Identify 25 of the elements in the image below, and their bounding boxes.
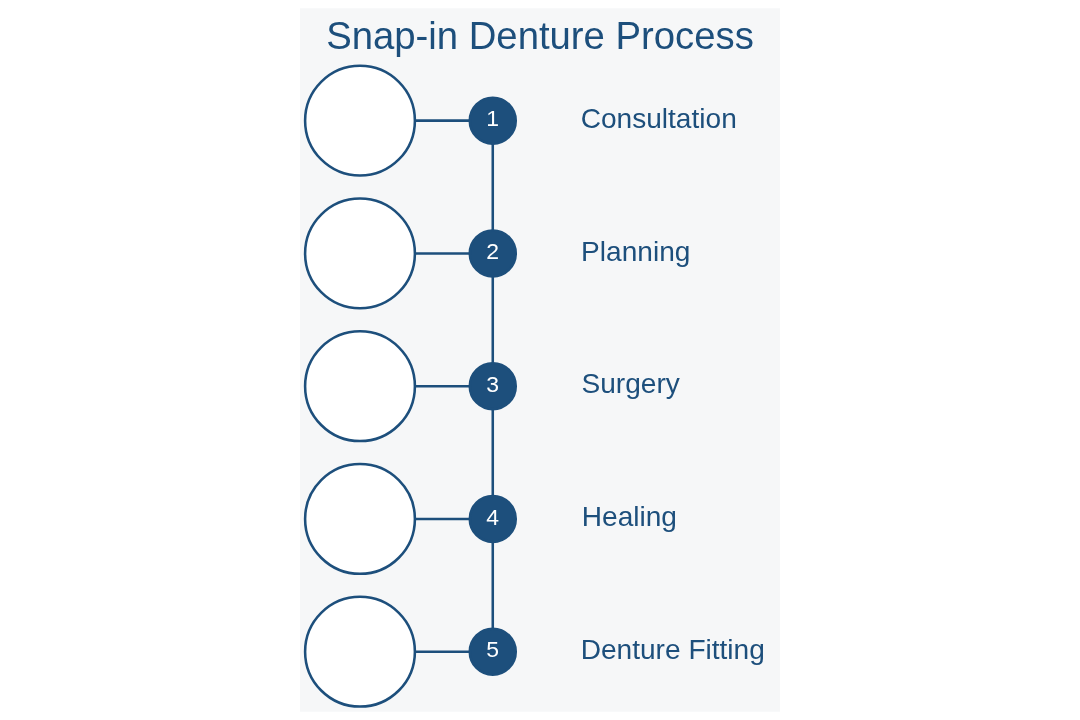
node-circle	[303, 330, 417, 443]
node-circle: 1	[468, 96, 517, 145]
node-circle: 5	[468, 627, 517, 676]
node-circle: 2	[468, 229, 517, 278]
node-label: Planning	[581, 235, 691, 267]
node-label: Denture Fitting	[580, 633, 765, 665]
connector	[414, 517, 470, 521]
node-label: Surgery	[581, 368, 680, 400]
node-circle: 3	[468, 361, 517, 411]
node-circle: 4	[468, 494, 517, 544]
node-circle	[303, 64, 417, 177]
connector	[491, 542, 495, 629]
connector	[491, 276, 495, 364]
connector	[414, 650, 470, 653]
diagram-title: Snap-in Denture Process	[326, 14, 754, 58]
connector	[491, 409, 495, 496]
connector	[414, 384, 470, 388]
node-label: Consultation	[580, 102, 737, 134]
connector	[414, 119, 470, 122]
connector	[414, 252, 470, 255]
node-circle	[303, 462, 417, 576]
node-label: Healing	[581, 501, 677, 533]
node-circle	[303, 595, 417, 708]
connector	[491, 144, 495, 231]
node-circle	[303, 197, 417, 310]
